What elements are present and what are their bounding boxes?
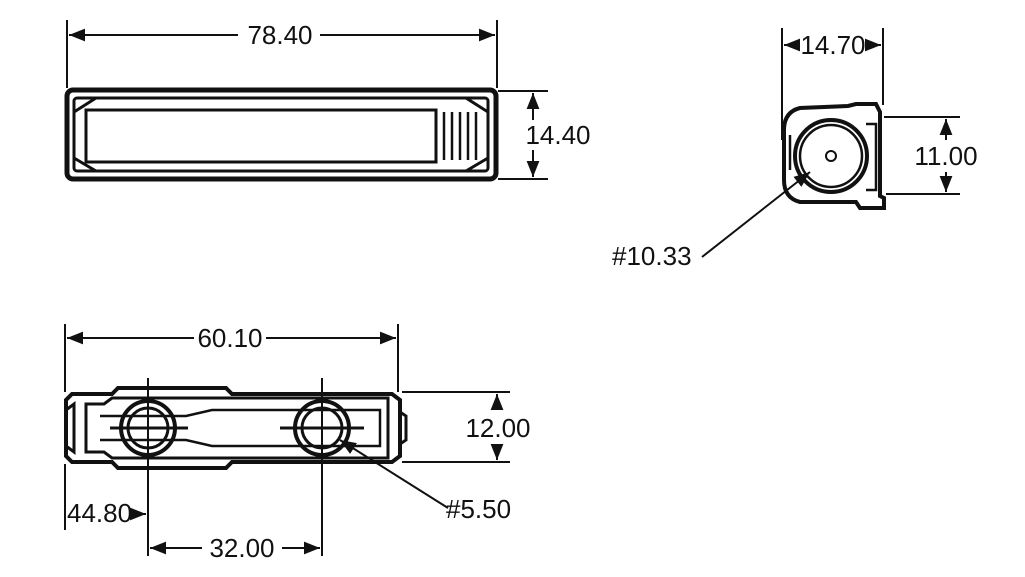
bottom-view-centerlines: [147, 378, 323, 556]
bottom-view-hole-offset-label: 44.80: [67, 498, 132, 528]
top-view-height-label: 14.40: [525, 120, 590, 150]
end-view-bore-callout: #10.33: [612, 171, 811, 271]
bottom-view-hole-callout: #5.50: [339, 439, 511, 524]
bottom-view: 60.10 12.00 44.80 32.00 #5.50: [64, 323, 531, 563]
bottom-view-body: [64, 386, 408, 470]
bottom-view-hole-spacing-label: 32.00: [209, 533, 274, 563]
bottom-view-height-dimension: 12.00: [402, 391, 531, 463]
top-view-height-dimension: 14.40: [498, 90, 591, 180]
bottom-view-height-label: 12.00: [465, 413, 530, 443]
bottom-view-hole-label: #5.50: [446, 494, 511, 524]
end-view-height-label: 11.00: [914, 141, 977, 171]
bottom-view-length-dimension: 60.10: [64, 323, 399, 392]
end-view-center-point: [825, 150, 837, 162]
bottom-view-hole-offset-dimension: 44.80: [64, 464, 146, 530]
end-view: 14.70 11.00 #10.33: [612, 28, 978, 271]
bottom-view-length-label: 60.10: [197, 323, 262, 353]
end-view-width-dimension: 14.70: [781, 28, 884, 140]
bottom-view-hole-spacing-dimension: 32.00: [150, 533, 320, 563]
end-view-body: [782, 102, 886, 210]
end-view-width-label: 14.70: [800, 30, 865, 60]
end-view-height-dimension: 11.00: [884, 116, 978, 195]
top-view: 78.40 14.40: [64, 20, 591, 182]
top-view-length-label: 78.40: [247, 20, 312, 50]
top-view-body: [64, 87, 499, 182]
top-view-length-dimension: 78.40: [66, 20, 498, 88]
end-view-bore-label: #10.33: [612, 241, 692, 271]
